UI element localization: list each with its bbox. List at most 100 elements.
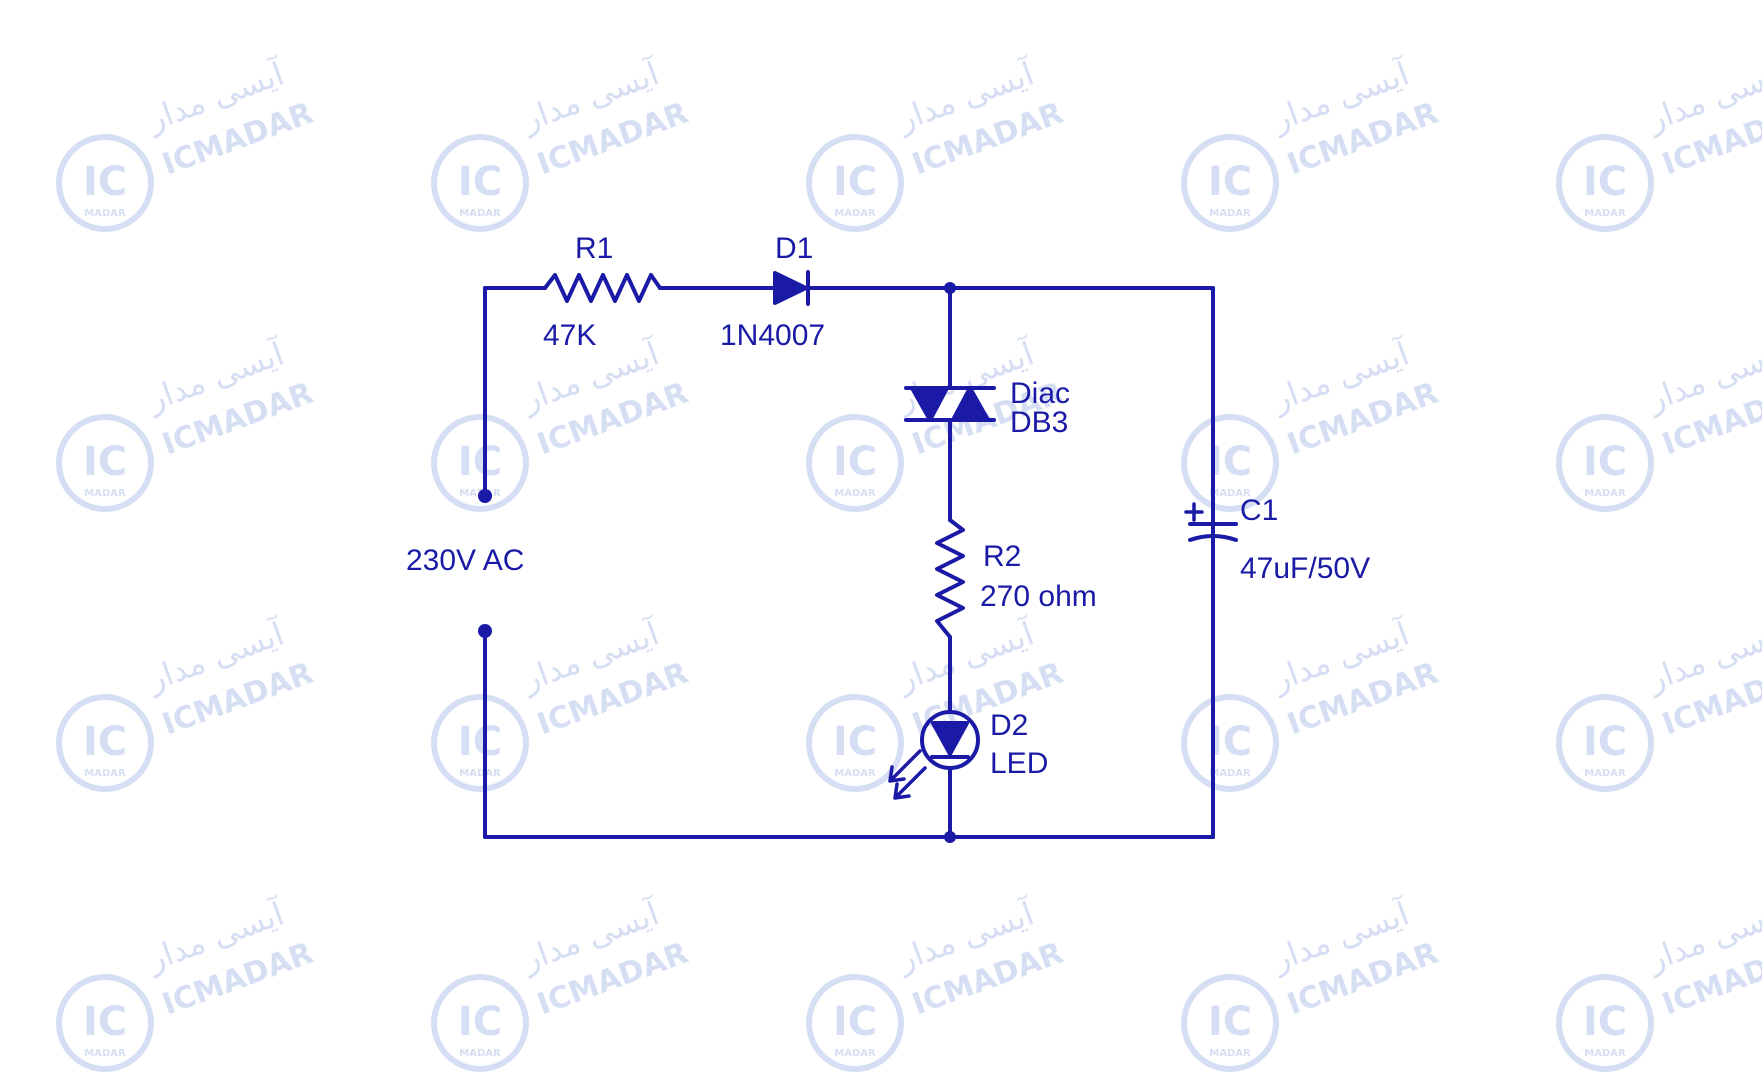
watermark-logo-sub: MADAR [834, 488, 876, 499]
label-c1-value: 47uF/50V [1240, 552, 1370, 585]
ic-logo-icon [1556, 974, 1654, 1072]
resistor-r1-symbol [543, 273, 662, 303]
watermark-logo-letters: IC [833, 719, 877, 765]
ic-logo-icon [1181, 134, 1279, 232]
label-d1-value: 1N4007 [720, 319, 825, 352]
ic-logo-icon [1181, 694, 1279, 792]
ic-logo-icon [56, 974, 154, 1072]
watermark-logo-sub: MADAR [459, 208, 501, 219]
led-d2-symbol [888, 710, 980, 800]
watermark-logo-sub: MADAR [1209, 208, 1251, 219]
watermark-logo-letters: IC [1583, 159, 1627, 205]
watermark-logo-letters: IC [458, 159, 502, 205]
label-ac-source: 230V AC [406, 544, 524, 577]
ic-logo-icon [1556, 694, 1654, 792]
watermark-logo-letters: IC [458, 999, 502, 1045]
watermark-logo-sub: MADAR [84, 1048, 126, 1059]
watermark-logo-letters: IC [1208, 159, 1252, 205]
label-c1-ref: C1 [1240, 494, 1278, 527]
watermark-logo-sub: MADAR [1584, 1048, 1626, 1059]
label-d2-ref: D2 [990, 709, 1028, 742]
watermark-logo-letters: IC [1208, 439, 1252, 485]
watermark-logo-sub: MADAR [834, 1048, 876, 1059]
watermark-logo-letters: IC [83, 719, 127, 765]
watermark-logo-letters: IC [83, 439, 127, 485]
watermark-logo-sub: MADAR [459, 768, 501, 779]
ac-terminal-bottom [478, 624, 492, 638]
ic-logo-icon [806, 414, 904, 512]
watermark-logo-sub: MADAR [1209, 1048, 1251, 1059]
ic-logo-icon [431, 974, 529, 1072]
ic-logo-icon [806, 974, 904, 1072]
ic-logo-icon [56, 134, 154, 232]
watermark-logo-sub: MADAR [834, 768, 876, 779]
ic-logo-icon [1181, 414, 1279, 512]
ic-logo-icon [431, 694, 529, 792]
label-r1-value: 47K [543, 319, 596, 352]
watermark-logo-letters: IC [458, 439, 502, 485]
labels: R1 47K D1 1N4007 Diac DB3 R2 270 ohm C1 … [406, 232, 1370, 780]
watermark-logo-sub: MADAR [84, 488, 126, 499]
ic-logo-icon [806, 134, 904, 232]
label-d1-ref: D1 [775, 232, 813, 265]
watermark-logo-letters: IC [833, 439, 877, 485]
watermark-logo-sub: MADAR [1584, 488, 1626, 499]
wire-left-bottom [483, 629, 1215, 839]
led-arrow-1 [888, 749, 922, 783]
capacitor-plus-sign [1184, 502, 1204, 522]
ac-terminal-top [478, 489, 492, 503]
watermark-logo-letters: IC [458, 719, 502, 765]
watermark-logo-sub: MADAR [1584, 768, 1626, 779]
junction-bottom [944, 831, 956, 843]
led-arrow-2 [893, 766, 927, 800]
watermark-logo-letters: IC [833, 999, 877, 1045]
watermark-logo-sub: MADAR [84, 208, 126, 219]
ic-logo-icon [56, 694, 154, 792]
ic-logo-icon [431, 134, 529, 232]
watermark-logo-letters: IC [833, 159, 877, 205]
diode-d1-symbol [773, 270, 810, 306]
label-r2-ref: R2 [983, 540, 1021, 573]
label-d2-value: LED [990, 747, 1048, 780]
watermark-logo-sub: MADAR [1209, 488, 1251, 499]
circuit [478, 270, 1238, 843]
ic-logo-icon [56, 414, 154, 512]
watermark-logo-letters: IC [1208, 999, 1252, 1045]
watermark-logo-letters: IC [1208, 719, 1252, 765]
watermark-logo-sub: MADAR [1584, 208, 1626, 219]
watermark-logo-sub: MADAR [459, 1048, 501, 1059]
watermark-logo-letters: IC [1583, 999, 1627, 1045]
ic-logo-icon [806, 694, 904, 792]
ic-logo-icon [1181, 974, 1279, 1072]
diac-db3-symbol [904, 386, 996, 422]
ic-logo-icon [431, 414, 529, 512]
watermark-logo-sub: MADAR [834, 208, 876, 219]
label-diac-value: DB3 [1010, 406, 1068, 439]
ic-logo-icon [1556, 134, 1654, 232]
resistor-r2-symbol [935, 518, 965, 639]
watermark-logo-letters: IC [1583, 439, 1627, 485]
label-r1-ref: R1 [575, 232, 613, 265]
watermark-logo-letters: IC [83, 159, 127, 205]
junction-top [944, 282, 956, 294]
